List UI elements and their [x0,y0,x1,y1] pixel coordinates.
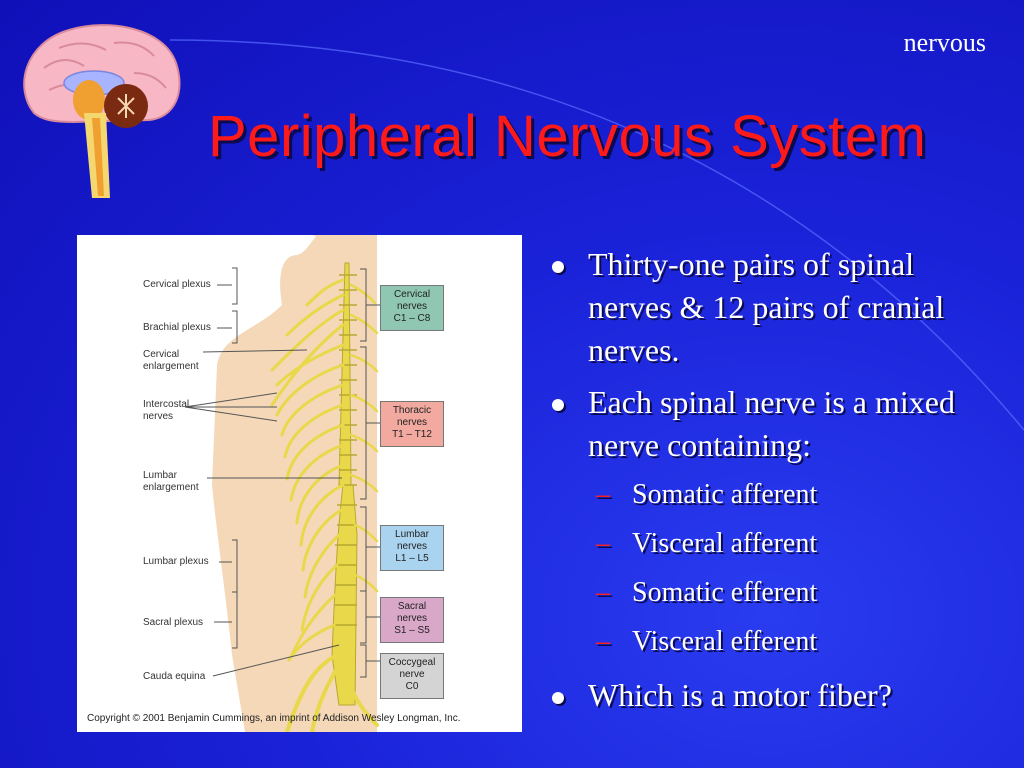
box-coccygeal-line1: Coccygeal [388,657,436,668]
label-intercostal-2: nerves [143,411,174,422]
sub-bullet-text: Somatic afferent [632,479,818,510]
slide-title: Peripheral Nervous System [208,104,927,169]
dash-icon: – [596,528,610,559]
figure-copyright: Copyright © 2001 Benjamin Cummings, an i… [87,713,461,724]
brain-logo [23,24,181,198]
bullet-dot-icon [552,692,564,704]
sub-bullet-text: Visceral afferent [632,528,818,559]
spinal-nerves-figure: Cervical plexus Brachial plexus Cervical… [77,235,522,732]
box-coccygeal-line2: nerve [399,669,425,680]
label-sacral-plexus: Sacral plexus [143,617,204,628]
box-lumbar-line1: Lumbar [395,529,429,540]
box-lumbar-nerves: Lumbar nerves L1 – L5 [380,525,444,571]
box-coccygeal-nerve: Coccygeal nerve C0 [380,653,444,699]
box-lumbar-line3: L1 – L5 [395,553,429,564]
dash-icon: – [596,577,610,608]
label-intercostal-1: Intercostal [143,399,190,410]
sub-bullet-list: – Somatic afferent – Visceral afferent –… [548,470,998,666]
box-thoracic-line3: T1 – T12 [392,429,432,440]
bullet-dot-icon [552,399,564,411]
sub-bullet-item: – Somatic efferent [548,568,998,617]
label-brachial-plexus: Brachial plexus [143,322,211,333]
sub-bullet-item: – Visceral afferent [548,519,998,568]
label-cauda-equina: Cauda equina [143,671,206,682]
label-cervical-plexus: Cervical plexus [143,279,211,290]
box-thoracic-line2: nerves [396,417,427,428]
box-cervical-line2: nerves [396,301,427,312]
sub-bullet-item: – Visceral efferent [548,617,998,666]
bullet-text: Each spinal nerve is a mixed nerve conta… [588,384,955,463]
box-thoracic-line1: Thoracic [392,405,432,416]
sub-bullet-text: Visceral efferent [632,626,818,657]
label-lumbar-plexus: Lumbar plexus [143,556,209,567]
box-sacral-line2: nerves [396,613,427,624]
section-label: nervous [903,28,986,57]
box-cervical-line3: C1 – C8 [393,313,431,324]
bullet-item: Thirty-one pairs of spinal nerves & 12 p… [548,243,998,372]
anatomy-illustration [184,235,380,732]
bullet-list: Thirty-one pairs of spinal nerves & 12 p… [548,243,998,726]
bullet-text: Which is a motor fiber? [588,677,892,713]
box-lumbar-line2: nerves [396,541,427,552]
label-lumbar-enlargement-2: enlargement [143,482,199,493]
dash-icon: – [596,626,610,657]
box-thoracic-nerves: Thoracic nerves T1 – T12 [380,401,444,447]
box-cervical-nerves: Cervical nerves C1 – C8 [380,285,444,331]
bullet-dot-icon [552,261,564,273]
dash-icon: – [596,479,610,510]
box-cervical-line1: Cervical [393,289,431,300]
sub-bullet-item: – Somatic afferent [548,470,998,519]
bullet-text: Thirty-one pairs of spinal nerves & 12 p… [588,246,945,368]
box-sacral-nerves: Sacral nerves S1 – S5 [380,597,444,643]
bullet-item: Each spinal nerve is a mixed nerve conta… [548,381,998,467]
sub-bullet-text: Somatic efferent [632,577,818,608]
box-coccygeal-line3: C0 [405,681,419,692]
label-cervical-enlargement-2: enlargement [143,361,199,372]
bullet-item: Which is a motor fiber? [548,674,998,717]
box-sacral-line1: Sacral [397,601,427,612]
label-cervical-enlargement-1: Cervical [143,349,180,360]
box-sacral-line3: S1 – S5 [394,625,430,636]
label-lumbar-enlargement-1: Lumbar [143,470,177,481]
